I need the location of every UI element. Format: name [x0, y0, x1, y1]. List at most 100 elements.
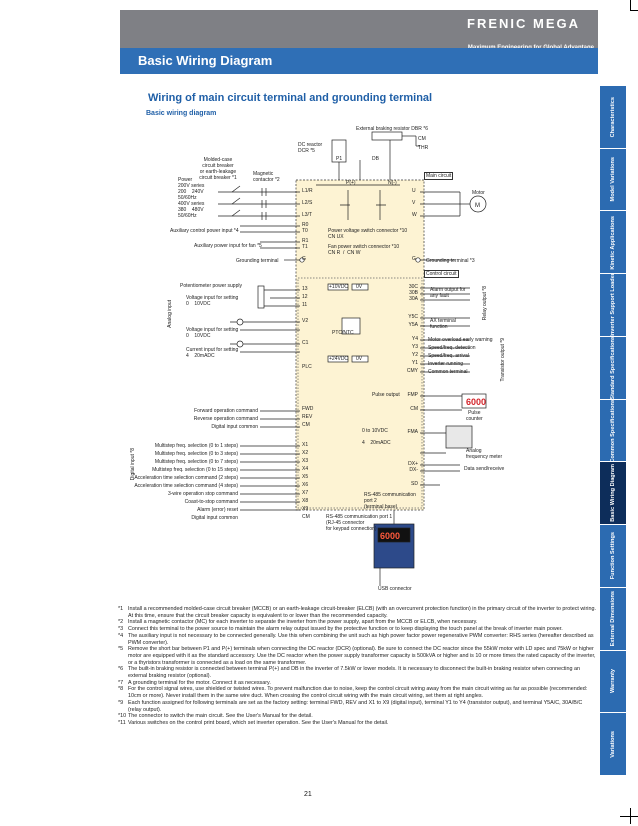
tab-inverter-support-loader[interactable]: Inverter Support Loader [600, 273, 626, 337]
terminal-label: T1 [302, 244, 308, 250]
footnote-key: *3 [118, 626, 124, 633]
footnote: *2 Install a magnetic contactor (MC) for … [118, 619, 596, 626]
aux-fan-label: Auxiliary power input for fan *5 [194, 243, 262, 249]
voltage-switch-label: Power voltage switch connector *10 CN UX [328, 228, 408, 240]
control-circuit-label: Control circuit [424, 270, 459, 278]
control-terminal-label: X6 [302, 482, 309, 488]
tab-standard-specifications[interactable]: Standard Specifications [600, 336, 626, 400]
control-terminal-label: Y3 [411, 344, 418, 350]
tab-external-dimensions[interactable]: External Dimensions [600, 587, 626, 651]
fwd-label: Forward operation command [194, 408, 258, 414]
fm-range2-label: 4 20mADC [362, 440, 391, 446]
dc-terminal-label: P1 [336, 156, 343, 162]
brand-logo: FRENIC MEGA [467, 16, 580, 31]
crop-mark [630, 10, 638, 11]
page-title: Basic Wiring Diagram [138, 53, 273, 68]
main-circuit-label: Main circuit [424, 172, 454, 180]
tab-basic-wiring-diagram[interactable]: Basic Wiring Diagram [600, 462, 626, 526]
control-terminal-label: SD [411, 481, 418, 487]
control-terminal-label: 11 [302, 302, 308, 308]
control-terminal-label: 30B [409, 290, 418, 296]
terminal-label: L2/S [302, 200, 313, 206]
analog-meter-label: Analog frequency meter [466, 448, 503, 460]
footnote-key: *2 [118, 619, 124, 626]
footnote-text: Various switches on the control print bo… [128, 719, 389, 726]
multi-input-label: Multistep freq. selection (0 to 15 steps… [152, 467, 238, 473]
v-setting1-label: Voltage input for setting 0 10VDC [186, 295, 239, 307]
control-terminal-label: Y2 [411, 352, 418, 358]
control-terminal-label: CMY [406, 368, 418, 374]
footnote-text: The auxiliary input is not necessary to … [128, 632, 594, 646]
terminal-label: U [412, 188, 416, 194]
page-number: 21 [304, 791, 312, 798]
multi-input-label: 3-wire operation stop command [167, 491, 238, 497]
tab-label: Warranty [610, 669, 616, 694]
alarm-output-label: Alarm output for any fault [430, 287, 466, 299]
control-terminal-label: REV [302, 414, 313, 420]
terminal-label: L1/R [302, 188, 313, 194]
src-0v2-label: 0V [356, 356, 363, 362]
dig-common1-label: Digital input common [211, 424, 258, 430]
analog-input-label: Analog input [167, 300, 173, 328]
multi-input-label: Multistep freq. selection (0 to 3 steps) [154, 451, 238, 457]
control-terminal-label: Y1 [411, 360, 418, 366]
inverter-body [295, 179, 425, 511]
braking-resistor-symbol [371, 131, 403, 141]
usb-label: USB connector [378, 586, 412, 592]
control-terminal-label: FMP [407, 392, 418, 398]
i-setting-label: Current input for setting 4 20mADC [186, 347, 239, 359]
transistor-output-item: Inverter running [428, 361, 464, 367]
footnote-text: Remove the short bar between P1 and P(+)… [128, 646, 596, 666]
multi-input-label: Alarm (error) reset [197, 507, 238, 513]
control-terminal-label: CM [302, 422, 310, 428]
tab-characteristics[interactable]: Characteristics [600, 86, 626, 149]
multi-input-label: Digital input common [191, 515, 238, 521]
pulse-counter-symbol [461, 393, 487, 409]
terminal-label: V [412, 200, 416, 206]
transistor-output-item: Common terminal [428, 369, 468, 375]
digital-input-label: Digital input *8 [130, 448, 136, 481]
tab-warranty[interactable]: Warranty [600, 650, 626, 714]
dbr-label: External braking resistor DBR *6 [356, 126, 428, 132]
dc-terminal-label: DB [372, 156, 379, 162]
tab-kinetic-applications[interactable]: Kinetic Applications [600, 211, 626, 275]
pulse-output-label: Pulse output [372, 392, 400, 398]
digital-input-lines [240, 410, 300, 511]
control-terminal-label: FWD [302, 406, 314, 412]
control-terminal-label: DX+ [408, 461, 418, 467]
title-bar [120, 48, 598, 74]
footnote-key: *5 [118, 646, 124, 653]
control-terminal-label: X5 [302, 474, 309, 480]
tab-function-settings[interactable]: Function Settings [600, 525, 626, 588]
section-title: Wiring of main circuit terminal and grou… [148, 92, 433, 104]
tab-model-variations[interactable]: Model Variations [600, 148, 626, 212]
footnote-text: Install a magnetic contactor (MC) for ea… [128, 619, 478, 626]
control-terminal-label: X9 [302, 506, 309, 512]
tab-label: Inverter Support Loader [610, 273, 616, 337]
ground-left-label: Grounding terminal [236, 258, 279, 264]
control-terminal-label: Y4 [411, 336, 418, 342]
control-terminal-label: V2 [302, 318, 309, 324]
tab-variations[interactable]: Variations [600, 713, 626, 776]
footnote-text: For the control signal wires, use shield… [128, 686, 588, 700]
control-terminal-label: Y5C [408, 314, 418, 320]
control-terminal-label: 13 [302, 286, 308, 292]
tab-common-specifications[interactable]: Common Specifications [600, 399, 626, 463]
fm-range1-label: 0 to 10VDC [362, 428, 388, 434]
footnote-key: *9 [118, 699, 124, 706]
footnote-text: Connect this terminal to the power sourc… [128, 626, 563, 633]
pulse-counter-value: 6000 [466, 397, 486, 407]
tab-label: Function Settings [610, 532, 616, 580]
wiring-diagram: 6000 6000 M [218, 131, 487, 586]
crop-mark [630, 0, 631, 10]
transistor-output-item: Speed/freq. detection [428, 345, 476, 351]
rev-label: Reverse operation command [193, 416, 258, 422]
